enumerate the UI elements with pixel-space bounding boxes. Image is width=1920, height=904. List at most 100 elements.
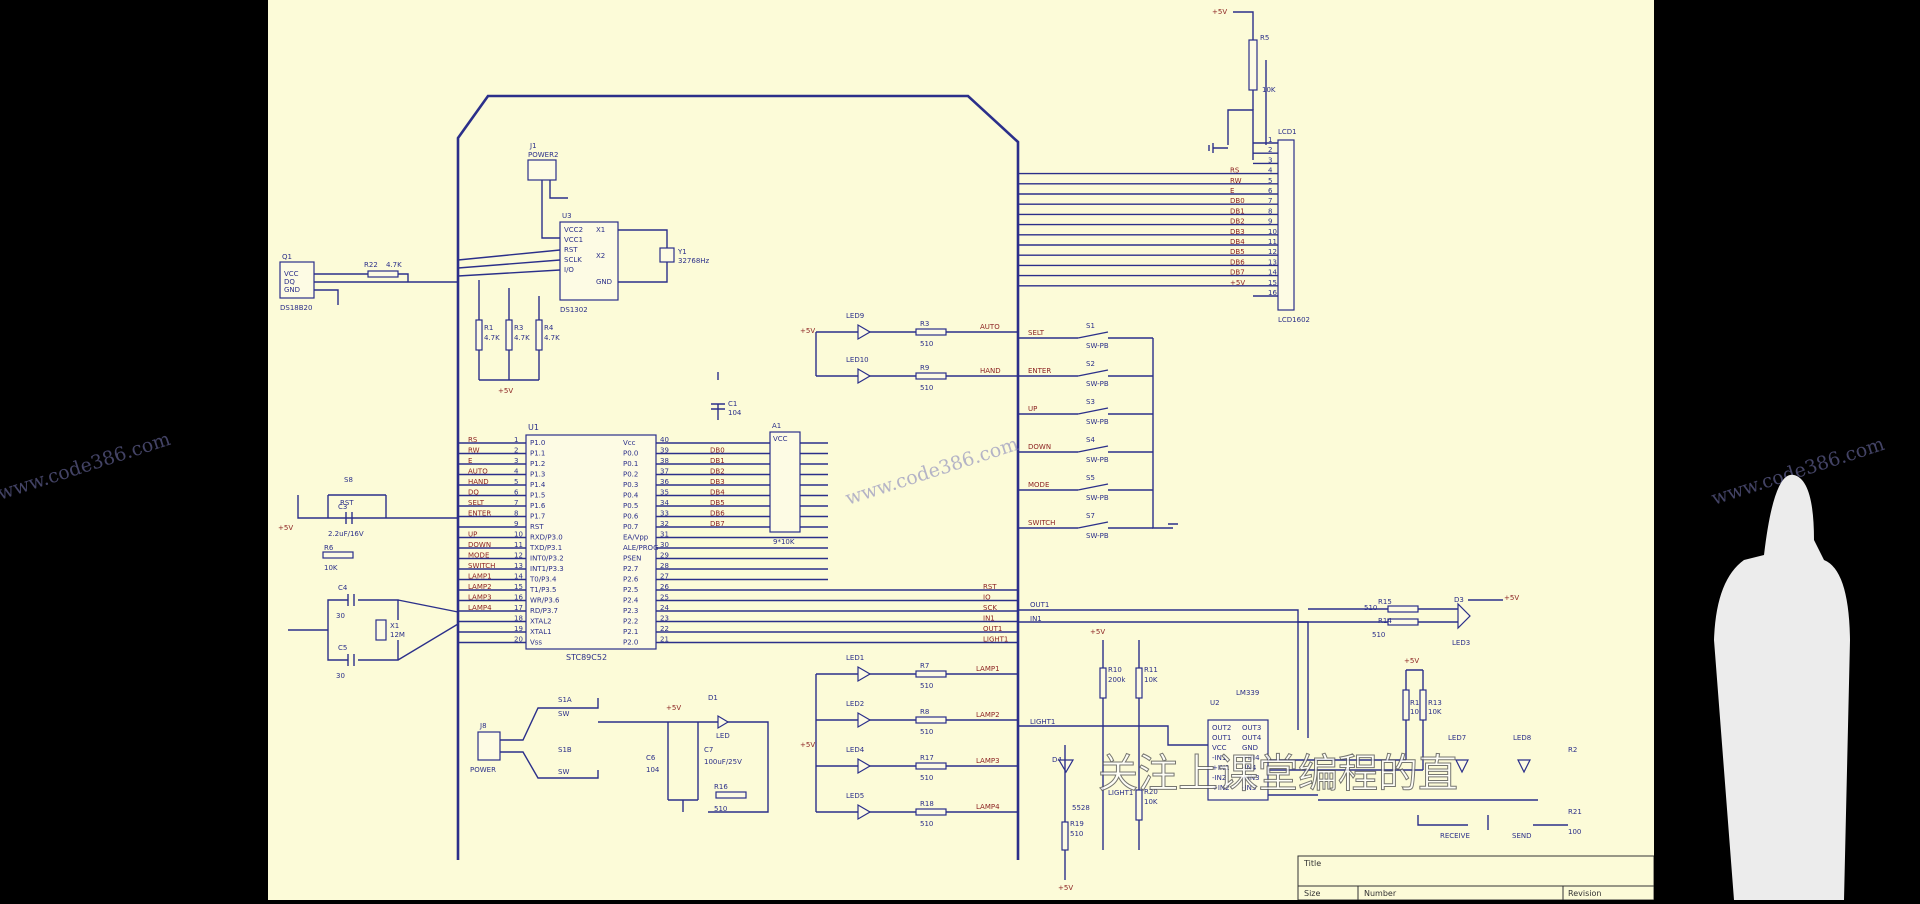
send-label: SEND (1512, 832, 1532, 840)
c6-value: 104 (646, 766, 660, 774)
switch-net-label: SWITCH (1028, 519, 1055, 527)
lm339-ref: U2 (1210, 699, 1220, 707)
mcu-pin-name: P2.0 (623, 639, 638, 647)
rtc-pin-name: VCC2 (564, 226, 583, 234)
mcu-pin-name: XTAL1 (530, 628, 552, 636)
s1a-type: SW (558, 710, 569, 718)
lamp-led-body (857, 665, 872, 683)
mcu-pin-number: 30 (660, 541, 669, 549)
rtc-body (559, 221, 619, 301)
r14-value: 510 (1372, 631, 1385, 639)
switch-net-label: MODE (1028, 481, 1049, 489)
c1-body (711, 372, 725, 420)
r14-ref: R14 (1378, 617, 1392, 625)
right-margin: www.code386.com (1654, 0, 1920, 900)
j8-body (477, 731, 501, 761)
mcu-net-label: AUTO (468, 468, 488, 476)
rtc-xtal-ref: Y1 (677, 248, 687, 256)
lcd-ground (1208, 143, 1228, 153)
resnet-value: 9*10K (773, 538, 795, 546)
hand-silhouette (1714, 474, 1850, 900)
lamp-led-ref: LED1 (846, 654, 864, 662)
mcu-pin-name: P1.0 (530, 439, 545, 447)
status-net-label: HAND (980, 367, 1001, 375)
switch-type: SW-PB (1086, 418, 1109, 426)
mcu-pin-name: P1.1 (530, 450, 545, 458)
switch-lever (1077, 521, 1109, 529)
mcu-pin-number: 17 (514, 604, 523, 612)
title-block-size: Size (1304, 889, 1321, 898)
lamp-leds: LED1R7510LAMP1LED2R8510LAMP2LED4R17510LA… (815, 654, 1018, 828)
mcu-pin-name: P1.5 (530, 492, 545, 500)
status-res-body (915, 328, 947, 336)
osc-wires (288, 599, 459, 661)
lm339-pin-name: OUT1 (1212, 734, 1231, 742)
lm339-pin-name: +IN2 (1212, 784, 1230, 792)
lamp-led-ref: LED4 (846, 746, 865, 754)
lm339-pin-name: +IN4 (1242, 754, 1260, 762)
mcu-pin-number: 37 (660, 468, 669, 476)
cmp-supply-low: +5V (1058, 884, 1073, 892)
mcu-net-label: LAMP2 (468, 583, 492, 591)
mcu-net-label: DB6 (710, 510, 725, 518)
reset-cap-value: 2.2uF/16V (328, 530, 364, 538)
pot-supply: +5V (1212, 8, 1227, 16)
mcu-net-label: DB3 (710, 478, 725, 486)
led8-ref: LED8 (1513, 734, 1531, 742)
mcu-pin-name: P0.5 (623, 502, 638, 510)
ldr-ref: LIGHT1 (1108, 789, 1133, 797)
mcu-pin-number: 4 (514, 468, 519, 476)
rtc-pin-name: GND (596, 278, 612, 286)
r19-ref: R19 (1070, 820, 1084, 828)
osc-xtal-value: 12M (390, 631, 405, 639)
mcu-net-label: DB0 (710, 447, 725, 455)
lcd-net-label: DB3 (1230, 228, 1245, 236)
c5-value: 30 (336, 672, 345, 680)
pullup-ref: R4 (544, 324, 554, 332)
comparator-lm339: U2 LM339 OUT2OUT1VCC-IN1+IN1-IN2+IN2OUT3… (1018, 601, 1309, 892)
mcu-pin-number: 21 (660, 636, 669, 644)
title-block-title: Title (1303, 859, 1321, 868)
switch-lever (1077, 369, 1109, 377)
mcu-part: STC89C52 (566, 653, 607, 662)
d3-ref: D3 (1454, 596, 1464, 604)
switch-net-label: ENTER (1028, 367, 1051, 375)
mcu-net-label: LAMP4 (468, 604, 492, 612)
ir-wires (1298, 599, 1503, 623)
comparator-leads (1064, 640, 1140, 880)
ir-rx-wires (1268, 669, 1538, 801)
r19-value: 510 (1070, 830, 1083, 838)
rtc-pin-name: I/O (564, 266, 574, 274)
lcd-pin-number: 5 (1268, 177, 1272, 185)
power-supply: +5V (666, 704, 681, 712)
mcu-pin-number: 1 (514, 436, 518, 444)
reset-res-ref: R6 (324, 544, 334, 552)
left-watermark-layer: www.code386.com (0, 428, 173, 505)
mcu-pin-number: 16 (514, 594, 523, 602)
lm339-body (1207, 719, 1269, 801)
mcu-net-label: DB2 (710, 468, 725, 476)
lm339-pin-name: -IN3 (1242, 784, 1256, 792)
lcd-pin-number: 11 (1268, 238, 1277, 246)
mcu-net-label: E (468, 457, 472, 465)
mcu-net-label: LAMP1 (468, 573, 492, 581)
mcu-pin-number: 2 (514, 447, 518, 455)
power2-name: POWER2 (528, 151, 558, 159)
c7-ref: C7 (704, 746, 713, 754)
lm339-pin-name: GND (1242, 744, 1258, 752)
mcu-pin-number: 19 (514, 625, 523, 633)
mcu-net-label: ENTER (468, 510, 491, 518)
lamp-res-ref: R7 (920, 662, 929, 670)
lcd-net-label: E (1230, 187, 1234, 195)
mcu-net-label: RS (468, 436, 478, 444)
rtc-pin-name: X1 (596, 226, 605, 234)
lcd1602: LCD1 LCD1602 1234RS5RW6E7DB08DB19DB210DB… (1018, 8, 1310, 324)
cmp-supply: +5V (1090, 628, 1105, 636)
title-block-revision: Revision (1568, 889, 1601, 898)
lcd-net-label: RW (1230, 177, 1242, 185)
mcu-pin-name: T1/P3.5 (529, 586, 556, 594)
switch-type: SW-PB (1086, 342, 1109, 350)
r12-value: 10K (1410, 708, 1424, 716)
lamp-res-value: 510 (920, 728, 933, 736)
